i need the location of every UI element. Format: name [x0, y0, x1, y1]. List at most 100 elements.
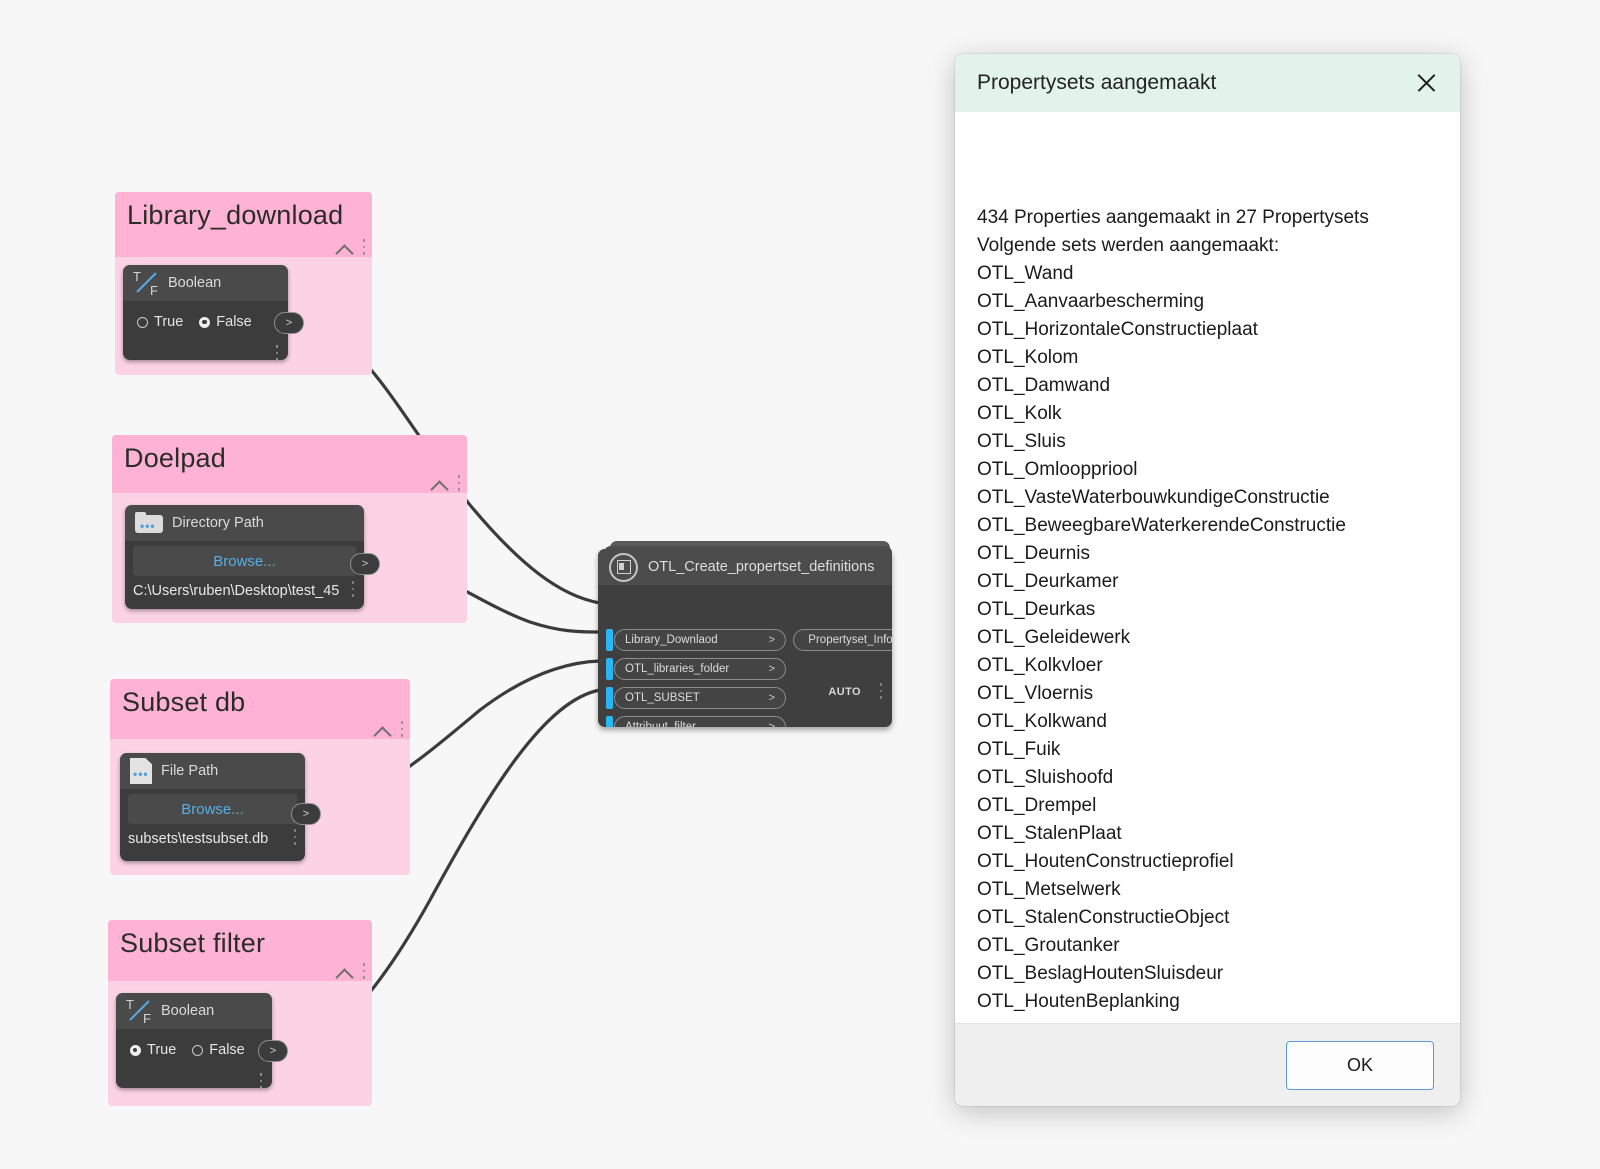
propertyset-list-item: OTL_HorizontaleConstructieplaat	[977, 319, 1258, 340]
input-port-attribuut-filter[interactable]: Attribuut_filter >	[614, 716, 786, 727]
propertyset-list-item: OTL_Kolkwand	[977, 711, 1107, 732]
node-otl-create-propertset-definitions[interactable]: OTL_Create_propertset_definitions Librar…	[598, 549, 892, 727]
node-kebab-menu-icon[interactable]	[351, 581, 355, 597]
group-tools[interactable]	[336, 963, 366, 979]
output-port-arrow: >	[285, 317, 293, 329]
input-port-connector[interactable]	[606, 658, 613, 680]
browse-button[interactable]: Browse...	[133, 546, 356, 576]
node-body: True False	[123, 301, 288, 365]
propertyset-list-item: OTL_Fuik	[977, 739, 1061, 760]
node-header: ••• Directory Path	[125, 505, 364, 541]
output-port-file-path[interactable]: >	[291, 803, 321, 825]
propertyset-list-item: OTL_Groutanker	[977, 935, 1120, 956]
input-row[interactable]: OTL_SUBSET >	[606, 687, 786, 709]
input-port-connector[interactable]	[606, 687, 613, 709]
group-header[interactable]: Doelpad	[112, 435, 467, 493]
group-header[interactable]: Subset db	[110, 679, 410, 739]
node-kebab-menu-icon[interactable]	[879, 683, 883, 699]
input-port-otl-subset[interactable]: OTL_SUBSET >	[614, 687, 786, 709]
group-tools[interactable]	[336, 239, 366, 255]
input-row[interactable]: Library_Downlaod >	[606, 629, 786, 651]
kebab-menu-icon[interactable]	[362, 963, 366, 979]
kebab-menu-icon[interactable]	[362, 239, 366, 255]
dialog-summary-line: 434 Properties aangemaakt in 27 Property…	[977, 207, 1369, 228]
group-doelpad[interactable]: Doelpad ••• Directory Path Browse... C:\…	[112, 435, 467, 623]
radio-true[interactable]	[130, 1044, 141, 1056]
true-false-icon: T F	[133, 269, 158, 298]
group-title: Doelpad	[124, 443, 226, 473]
kebab-menu-icon[interactable]	[457, 475, 461, 491]
chevron-up-icon[interactable]	[431, 479, 450, 491]
node-title: Directory Path	[172, 515, 264, 531]
propertyset-list-item: OTL_Kolk	[977, 403, 1062, 424]
chevron-up-icon[interactable]	[336, 967, 355, 979]
radio-true[interactable]	[137, 316, 148, 328]
node-body: Library_Downlaod > OTL_libraries_folder …	[598, 585, 892, 727]
file-icon: •••	[130, 758, 152, 784]
input-port-connector[interactable]	[606, 629, 613, 651]
input-port-library-downlaod[interactable]: Library_Downlaod >	[614, 629, 786, 651]
dialog-footer: OK	[955, 1023, 1460, 1106]
input-port-label: Attribuut_filter	[625, 721, 696, 727]
input-port-arrow: >	[768, 721, 775, 727]
propertyset-list-item: OTL_Wand	[977, 263, 1074, 284]
propertyset-list-item: OTL_Kolkvloer	[977, 655, 1103, 676]
output-port-boolean[interactable]: >	[274, 312, 304, 334]
node-header: T F Boolean	[116, 993, 272, 1029]
propertyset-list-item: OTL_Damwand	[977, 375, 1111, 396]
output-port-directory-path[interactable]: >	[350, 553, 380, 575]
propertyset-list-item: OTL_BeweegbareWaterkerendeConstructie	[977, 515, 1346, 536]
input-port-arrow: >	[768, 692, 775, 704]
node-boolean-subset-filter[interactable]: T F Boolean True False >	[116, 993, 288, 1089]
output-port-boolean[interactable]: >	[258, 1040, 288, 1062]
chevron-up-icon[interactable]	[336, 243, 355, 255]
group-header[interactable]: Subset filter	[108, 920, 372, 981]
node-kebab-menu-icon[interactable]	[259, 1073, 263, 1089]
propertysets-dialog[interactable]: Propertysets aangemaakt 434 Properties a…	[955, 54, 1460, 1106]
node-kebab-menu-icon[interactable]	[275, 345, 279, 361]
kebab-menu-icon[interactable]	[400, 721, 404, 737]
boolean-radio-group[interactable]: True False	[123, 301, 288, 343]
propertyset-list-item: OTL_Aanvaarbescherming	[977, 291, 1205, 312]
propertyset-list-item: OTL_StalenPlaat	[977, 823, 1122, 844]
propertyset-list-item: OTL_Omlooppriool	[977, 459, 1138, 480]
group-subset-db[interactable]: Subset db ••• File Path Browse... subset…	[110, 679, 410, 875]
ok-button[interactable]: OK	[1286, 1040, 1434, 1090]
group-title: Subset filter	[120, 928, 266, 958]
radio-true-label: True	[154, 314, 184, 330]
propertyset-list-item: OTL_StalenConstructieObject	[977, 907, 1230, 928]
node-kebab-menu-icon[interactable]	[293, 829, 297, 845]
input-row[interactable]: OTL_libraries_folder >	[606, 658, 786, 680]
output-port-label: Propertyset_Info	[808, 634, 892, 646]
radio-false[interactable]	[199, 316, 211, 328]
group-header[interactable]: Library_download	[115, 192, 372, 257]
group-tools[interactable]	[431, 475, 461, 491]
node-directory-path[interactable]: ••• Directory Path Browse... C:\Users\ru…	[125, 505, 380, 609]
node-title: Boolean	[168, 275, 222, 291]
node-header: T F Boolean	[123, 265, 288, 301]
input-port-connector[interactable]	[606, 716, 613, 727]
input-port-label: OTL_SUBSET	[625, 692, 700, 704]
chevron-up-icon[interactable]	[374, 725, 393, 737]
dialog-summary-line: Volgende sets werden aangemaakt:	[977, 235, 1280, 256]
group-tools[interactable]	[374, 721, 404, 737]
input-port-label: OTL_libraries_folder	[625, 663, 730, 675]
propertyset-list-item: OTL_HoutenBeplanking	[977, 991, 1180, 1012]
input-port-arrow: >	[768, 634, 775, 646]
close-icon[interactable]	[1410, 67, 1442, 99]
custom-node-icon	[609, 552, 638, 582]
node-file-path[interactable]: ••• File Path Browse... subsets\testsubs…	[120, 753, 321, 861]
group-library-download[interactable]: Library_download T F Boolean True	[115, 192, 372, 375]
browse-button[interactable]: Browse...	[128, 794, 297, 824]
radio-false-label: False	[216, 314, 252, 330]
dialog-content: 434 Properties aangemaakt in 27 Property…	[955, 112, 1460, 1023]
radio-false[interactable]	[192, 1044, 204, 1056]
input-row[interactable]: Attribuut_filter >	[606, 716, 786, 727]
boolean-radio-group[interactable]: True False	[116, 1029, 272, 1071]
node-boolean-library-download[interactable]: T F Boolean True False >	[123, 265, 304, 361]
group-subset-filter[interactable]: Subset filter T F Boolean True	[108, 920, 372, 1106]
input-port-otl-libraries-folder[interactable]: OTL_libraries_folder >	[614, 658, 786, 680]
propertyset-list-item: OTL_BeslagHoutenSluisdeur	[977, 963, 1224, 984]
output-port-propertyset-info[interactable]: Propertyset_Info	[793, 629, 892, 651]
